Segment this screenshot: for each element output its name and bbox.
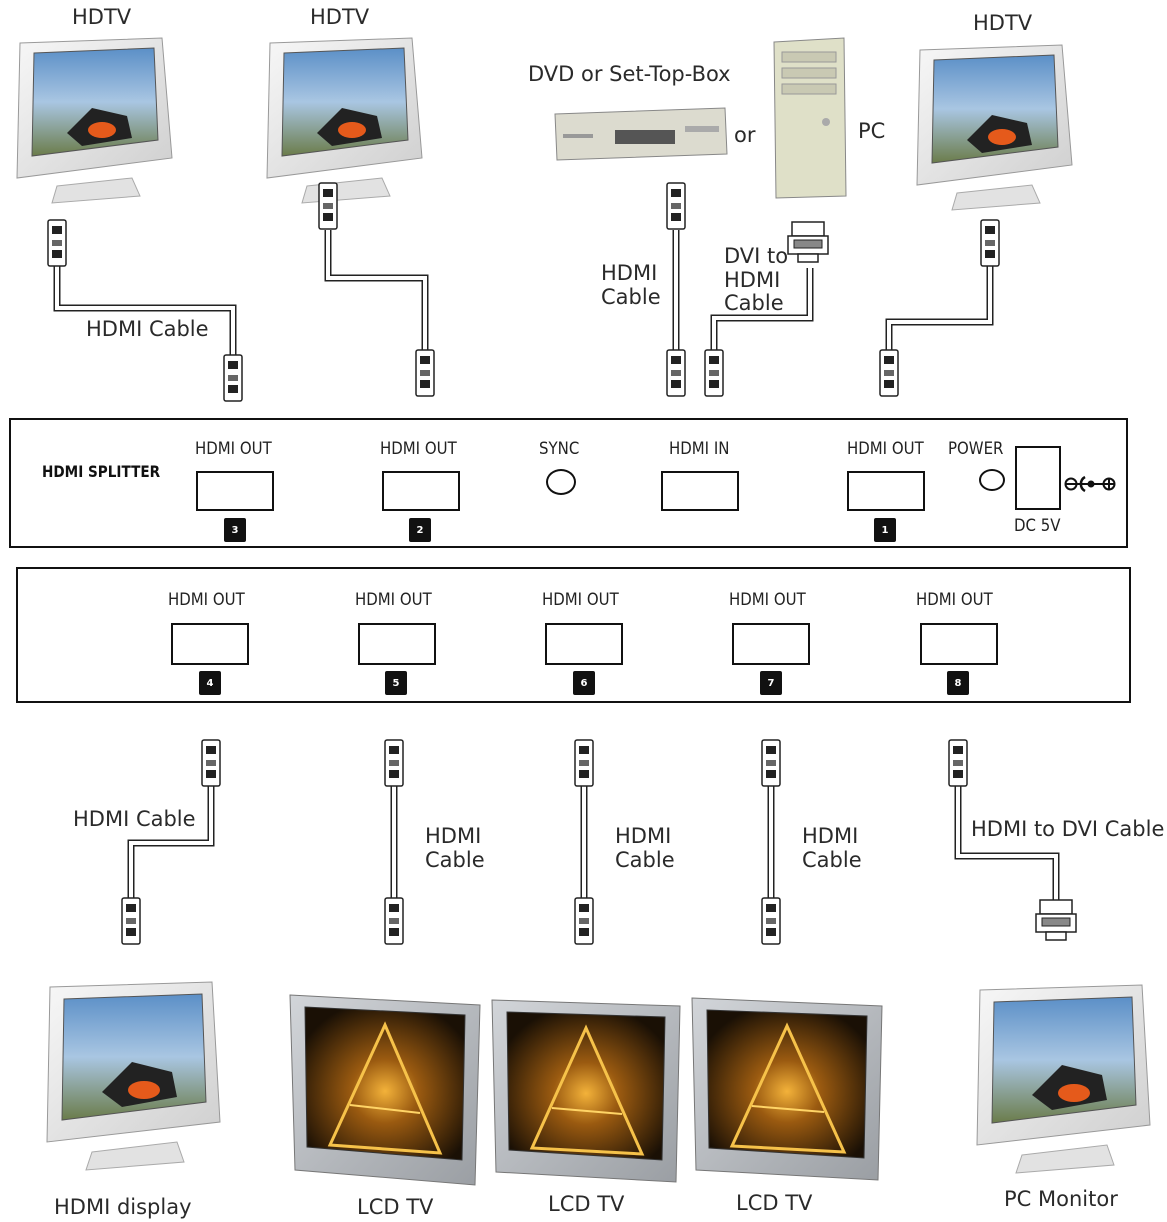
splitter-panel-rear: HDMI OUT 4 HDMI OUT 5 HDMI OUT 6 HDMI OU… — [16, 567, 1131, 703]
hdmi-out-port-5 — [358, 623, 436, 665]
hdmi-cable-label-dvd: HDMI Cable — [601, 261, 661, 309]
plug-out-6-bottom — [574, 897, 594, 945]
splitter-panel-front: HDMI SPLITTER HDMI OUT 3 HDMI OUT 2 SYNC… — [9, 418, 1128, 548]
port-number-badge-1: 1 — [874, 518, 896, 542]
port-label-out8: HDMI OUT — [916, 590, 993, 610]
hdmi-out-port-2 — [382, 471, 460, 511]
plug-hdtv-3-bottom — [879, 349, 899, 397]
sync-button — [546, 469, 576, 495]
lcd-tv-label-3: LCD TV — [736, 1191, 813, 1215]
pc-label: PC — [858, 119, 886, 143]
hdtv-monitor-1 — [16, 37, 173, 204]
cable-hdtv-3 — [885, 266, 994, 350]
hdmi-out-port-1 — [847, 471, 925, 511]
lcd-tv-3 — [691, 997, 883, 1181]
plug-hdtv-2-top — [318, 182, 338, 230]
plug-out-5-top — [384, 739, 404, 787]
plug-out-7-bottom — [761, 897, 781, 945]
hdtv-monitor-2 — [266, 37, 423, 204]
port-label-out5: HDMI OUT — [355, 590, 432, 610]
dvd-label: DVD or Set-Top-Box — [528, 62, 731, 86]
cable-hdtv-2 — [324, 230, 429, 350]
plug-pc-dvi — [787, 221, 829, 263]
hdmi-in-label: HDMI IN — [669, 439, 730, 459]
port-label-out2: HDMI OUT — [380, 439, 457, 459]
splitter-title: HDMI SPLITTER — [42, 462, 161, 481]
cable-out-4 — [127, 786, 215, 898]
hdmi-cable-label-7: HDMI Cable — [802, 824, 862, 872]
port-number-badge-2: 2 — [409, 518, 431, 542]
hdmi-to-dvi-label: HDMI to DVI Cable — [971, 817, 1165, 841]
plug-out-5-bottom — [384, 897, 404, 945]
cable-pc-dvi — [710, 268, 814, 350]
pc-tower — [773, 37, 847, 199]
hdmi-display-label: HDMI display — [54, 1195, 192, 1219]
dvi-to-hdmi-label: DVI to HDMI Cable — [724, 244, 789, 316]
hdmi-cable-label-6: HDMI Cable — [615, 824, 675, 872]
hdtv-label-2: HDTV — [310, 5, 370, 29]
plug-dvd-bottom — [666, 349, 686, 397]
dvd-player — [554, 107, 728, 161]
hdmi-in-port — [661, 471, 739, 511]
plug-hdtv-3-top — [980, 219, 1000, 267]
lcd-tv-label-2: LCD TV — [548, 1192, 625, 1216]
port-number-badge-6: 6 — [573, 671, 595, 695]
plug-out-8-dvi — [1035, 899, 1077, 941]
port-number-badge-7: 7 — [760, 671, 782, 695]
port-label-out4: HDMI OUT — [168, 590, 245, 610]
port-label-out1: HDMI OUT — [847, 439, 924, 459]
plug-pc-hdmi-bottom — [704, 349, 724, 397]
port-label-out7: HDMI OUT — [729, 590, 806, 610]
hdmi-out-port-8 — [920, 623, 998, 665]
hdtv-label-1: HDTV — [72, 5, 132, 29]
pc-monitor — [976, 984, 1151, 1174]
port-label-out6: HDMI OUT — [542, 590, 619, 610]
plug-dvd-top — [666, 182, 686, 230]
hdmi-display-monitor — [46, 981, 221, 1171]
cable-out-8 — [954, 786, 1060, 900]
hdmi-out-port-7 — [732, 623, 810, 665]
port-number-badge-8: 8 — [947, 671, 969, 695]
lcd-tv-2 — [491, 999, 681, 1183]
port-label-out3: HDMI OUT — [195, 439, 272, 459]
hdtv-monitor-3 — [916, 44, 1073, 211]
port-number-badge-4: 4 — [199, 671, 221, 695]
pc-monitor-label: PC Monitor — [1004, 1187, 1118, 1211]
plug-out-4-top — [201, 739, 221, 787]
dc-polarity-icon — [1064, 475, 1116, 493]
plug-out-7-top — [761, 739, 781, 787]
lcd-tv-1 — [289, 994, 481, 1186]
port-number-badge-5: 5 — [385, 671, 407, 695]
dc-jack-box — [1015, 446, 1061, 510]
dc-label: DC 5V — [1014, 516, 1061, 536]
hdmi-out-port-3 — [196, 471, 274, 511]
power-led — [979, 469, 1005, 491]
power-label: POWER — [948, 439, 1004, 459]
cable-hdtv-1 — [53, 266, 237, 355]
port-number-badge-3: 3 — [224, 518, 246, 542]
sync-label: SYNC — [539, 439, 580, 459]
hdmi-out-port-6 — [545, 623, 623, 665]
hdtv-label-3: HDTV — [973, 11, 1033, 35]
plug-hdtv-1-bottom — [223, 354, 243, 402]
or-label: or — [734, 123, 756, 147]
hdmi-cable-label-top: HDMI Cable — [86, 317, 209, 341]
hdmi-cable-label-4: HDMI Cable — [73, 807, 196, 831]
plug-out-6-top — [574, 739, 594, 787]
plug-hdtv-1-top — [47, 219, 67, 267]
hdmi-cable-label-5: HDMI Cable — [425, 824, 485, 872]
plug-out-8-top — [948, 739, 968, 787]
hdmi-out-port-4 — [171, 623, 249, 665]
plug-hdtv-2-bottom — [415, 349, 435, 397]
lcd-tv-label-1: LCD TV — [357, 1195, 434, 1219]
plug-out-4-bottom — [121, 897, 141, 945]
